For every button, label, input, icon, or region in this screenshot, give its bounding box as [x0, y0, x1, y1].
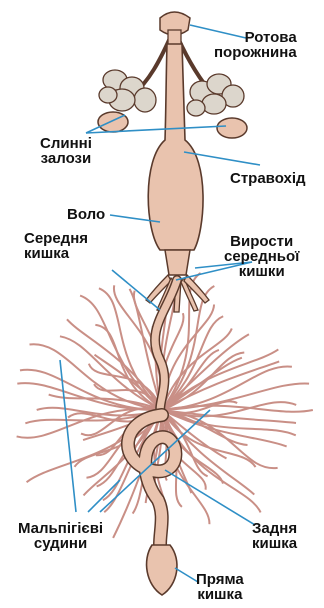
label-text: кишки: [224, 264, 299, 279]
label-salivary-glands: Слинні залози: [40, 136, 92, 166]
label-text: Воло: [67, 207, 105, 222]
salivary-gland-right: [187, 74, 244, 116]
label-text: кишка: [196, 587, 244, 602]
label-crop: Воло: [67, 207, 105, 222]
label-midgut-outgrowths: Вирости середньої кишки: [224, 234, 299, 279]
label-text: судини: [18, 536, 103, 551]
label-text: Середня: [24, 231, 88, 246]
label-rectum: Пряма кишка: [196, 572, 244, 602]
label-text: середньої: [224, 249, 299, 264]
salivary-reservoir-right: [217, 118, 247, 138]
label-text: Вирости: [224, 234, 299, 249]
leader-rectum: [175, 568, 198, 582]
label-esophagus: Стравохід: [230, 171, 306, 186]
label-text: кишка: [252, 536, 297, 551]
label-text: кишка: [24, 246, 88, 261]
label-text: Слинні: [40, 136, 92, 151]
malpighian-tubule: [30, 344, 162, 410]
label-text: порожнина: [214, 45, 297, 60]
esophagus-and-crop: [148, 44, 203, 250]
label-oral-cavity: Ротова порожнина: [214, 30, 297, 60]
leader-hindgut: [165, 470, 255, 525]
label-text: Мальпігієві: [18, 521, 103, 536]
label-hindgut: Задня кишка: [252, 521, 297, 551]
label-text: Стравохід: [230, 171, 306, 186]
label-text: залози: [40, 151, 92, 166]
label-text: Ротова: [214, 30, 297, 45]
label-malpighian-tubules: Мальпігієві судини: [18, 521, 103, 551]
label-text: Задня: [252, 521, 297, 536]
proventriculus: [165, 250, 190, 275]
label-text: Пряма: [196, 572, 244, 587]
label-midgut: Середня кишка: [24, 231, 88, 261]
rectum-shape: [147, 545, 177, 595]
